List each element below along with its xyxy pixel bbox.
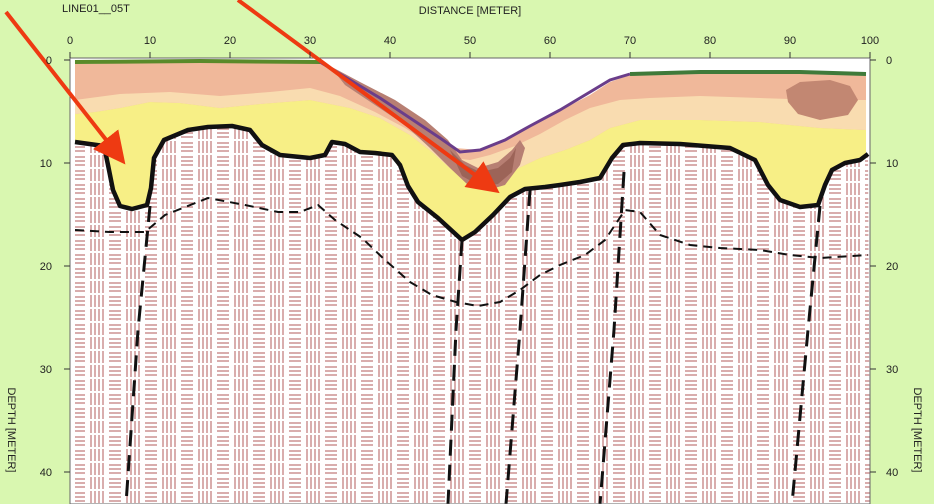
surface-veneer-right — [629, 70, 867, 76]
x-tick-label: 70 — [624, 35, 636, 47]
x-tick-label: 20 — [224, 35, 236, 47]
annotation-arrow-left — [4, 10, 126, 165]
y-tick-label-left: 40 — [40, 467, 52, 479]
x-tick-label: 60 — [544, 35, 556, 47]
bedrock-boundary-line — [74, 123, 870, 243]
light-band — [75, 88, 866, 180]
y-tick-label-left: 30 — [40, 364, 52, 376]
y-axis-title-left: DEPTH [METER] — [5, 388, 17, 473]
x-axis-ticks: 0 10 20 30 40 50 60 70 80 90 100 — [67, 35, 879, 58]
annotation-arrow-right — [236, 0, 500, 194]
y-tick-label-right: 0 — [886, 55, 892, 67]
y-tick-label-left: 10 — [40, 158, 52, 170]
fault-line-1 — [124, 205, 152, 504]
x-tick-label: 30 — [304, 35, 316, 47]
brown-lens-right — [786, 80, 858, 120]
x-tick-label: 40 — [384, 35, 396, 47]
y-tick-label-left: 0 — [46, 55, 52, 67]
y-tick-label-right: 20 — [886, 261, 898, 273]
y-axis-title-right: DEPTH [METER] — [911, 388, 923, 473]
surface-veneer-left — [74, 58, 321, 64]
x-tick-label: 10 — [144, 35, 156, 47]
y-axis-ticks: 0 0 10 10 20 20 30 30 40 40 — [40, 55, 899, 479]
fault-line-3 — [504, 189, 532, 504]
y-tick-label-right: 40 — [886, 467, 898, 479]
fault-line-2 — [446, 239, 464, 504]
surface-veneer-valley — [319, 60, 631, 154]
x-tick-label: 80 — [704, 35, 716, 47]
line-id-label: LINE01__05T — [62, 3, 130, 15]
x-tick-label: 100 — [861, 35, 879, 47]
bedrock-hatch-region — [75, 126, 870, 504]
fault-line-4 — [598, 171, 626, 504]
dashed-horizon-line — [74, 196, 869, 308]
x-axis-title: DISTANCE [METER] — [419, 5, 521, 17]
x-tick-label: 50 — [464, 35, 476, 47]
y-tick-label-right: 30 — [886, 364, 898, 376]
y-tick-label-left: 20 — [40, 261, 52, 273]
x-tick-label: 90 — [784, 35, 796, 47]
salmon-layer — [75, 62, 866, 180]
x-tick-label: 0 — [67, 35, 73, 47]
y-tick-label-right: 10 — [886, 158, 898, 170]
